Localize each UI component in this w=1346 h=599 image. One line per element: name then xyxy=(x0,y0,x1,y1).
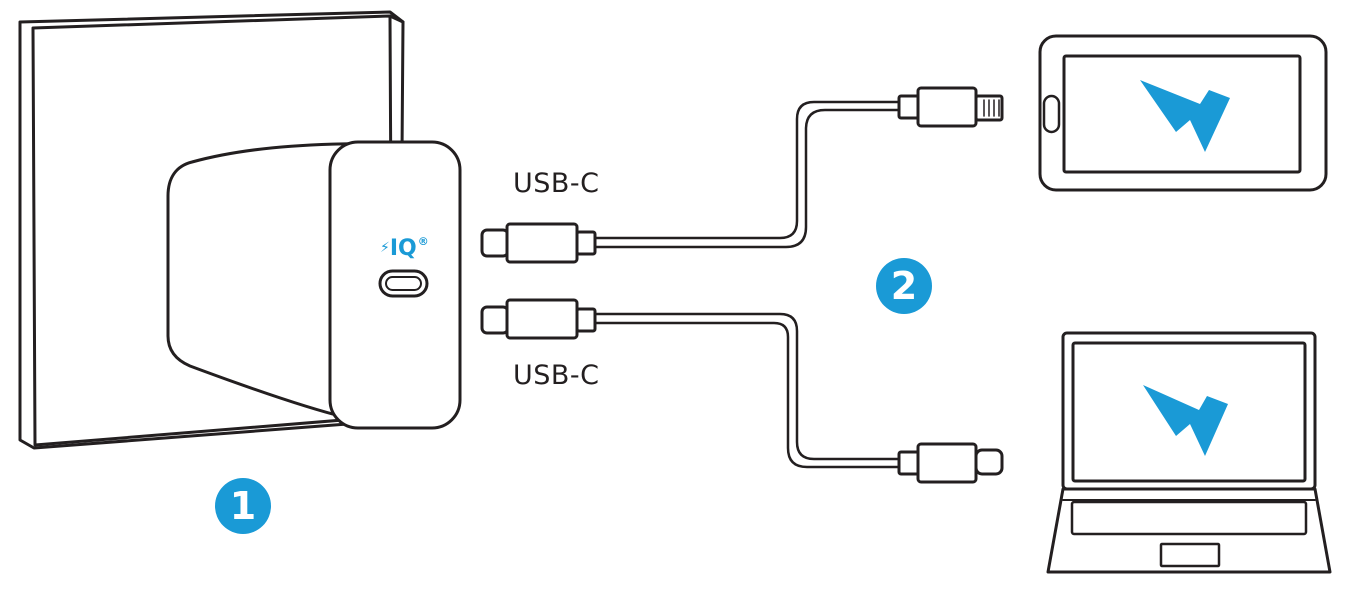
usb-c-label-top: USB-C xyxy=(513,168,600,199)
laptop-icon xyxy=(1046,331,1332,574)
charging-bolt-icon xyxy=(1143,385,1228,456)
charger-logo: ⚡IQ® xyxy=(380,236,429,260)
cable-top xyxy=(593,100,901,240)
usb-c-label-bottom: USB-C xyxy=(513,360,600,391)
step-2-badge: 2 xyxy=(876,258,932,314)
logo-text: IQ xyxy=(389,236,417,261)
usb-c-plug-icon xyxy=(480,222,597,264)
cable-bottom-inner xyxy=(593,321,901,469)
logo-bolt-icon: ⚡ xyxy=(380,240,390,256)
tablet-icon xyxy=(1038,34,1328,192)
usb-c-plug-icon xyxy=(480,298,597,340)
logo-registered-mark: ® xyxy=(417,235,429,248)
lightning-plug-icon xyxy=(897,86,1004,128)
step-1-badge: 1 xyxy=(215,478,271,534)
usb-c-plug-icon xyxy=(897,442,1004,484)
cable-top-inner xyxy=(593,108,901,249)
cable-bottom xyxy=(593,312,901,461)
charging-bolt-icon xyxy=(1140,80,1230,152)
charger-icon xyxy=(166,140,462,430)
